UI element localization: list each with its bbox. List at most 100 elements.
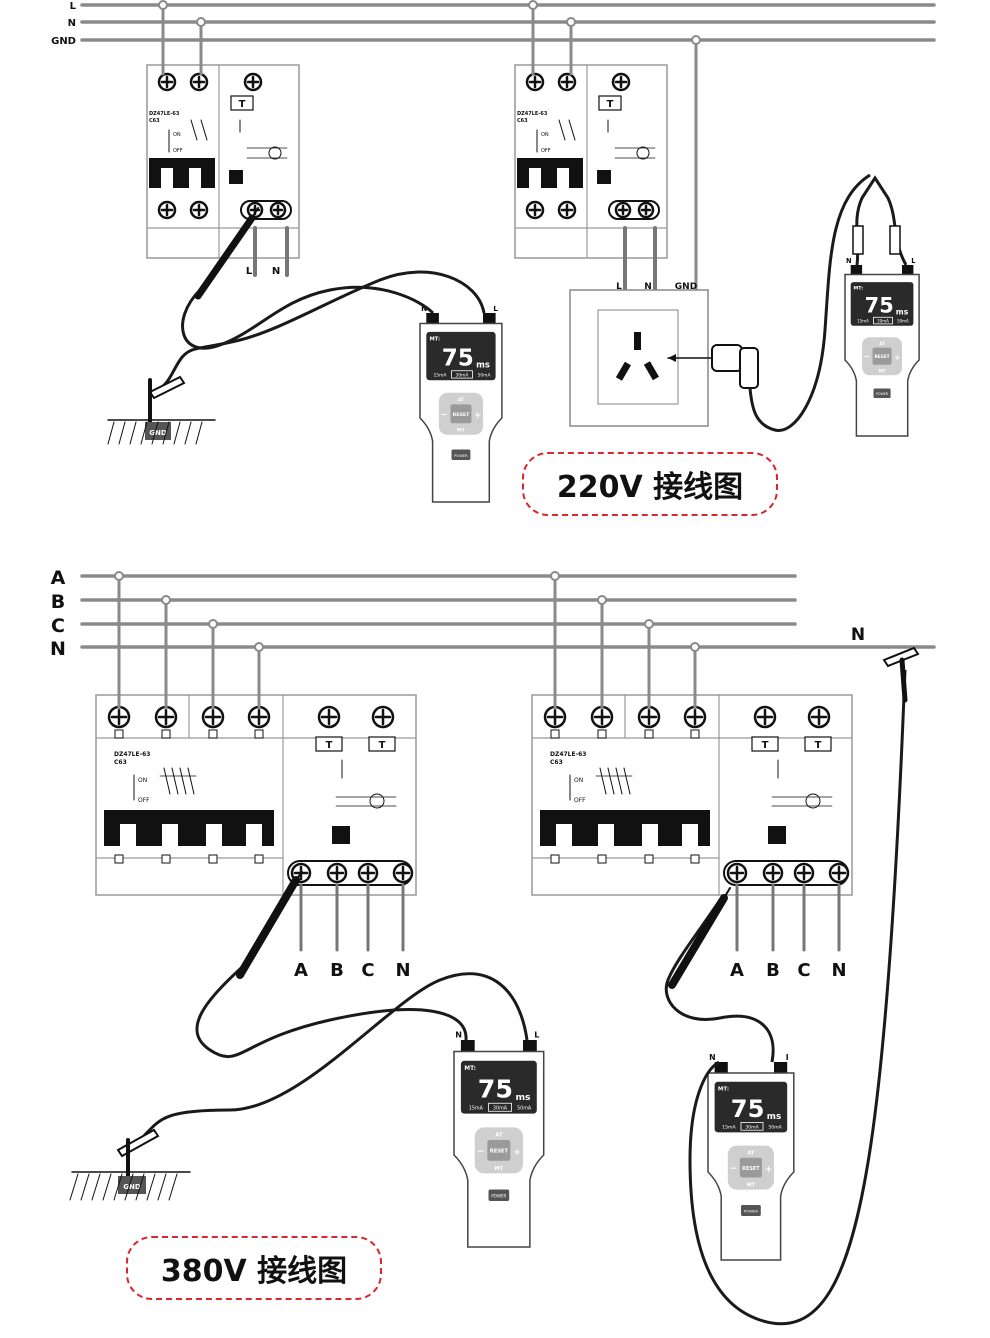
bus-label-l: L bbox=[70, 1, 77, 12]
tester-screen bbox=[426, 331, 496, 381]
screw-terminal bbox=[157, 200, 177, 220]
range-15mA: 15mA bbox=[433, 373, 446, 379]
probe-pen bbox=[194, 214, 256, 300]
model-label: DZ47LE-63 bbox=[550, 751, 586, 758]
off-label: OFF bbox=[138, 797, 150, 804]
btn-reset: RESET bbox=[490, 1149, 509, 1155]
btn-plus: + bbox=[513, 1147, 521, 1158]
probe-pen bbox=[236, 876, 300, 979]
terminal-tab bbox=[644, 854, 654, 864]
socket-label-gnd: GND bbox=[675, 282, 697, 292]
caption-380v: 380V 接线图 bbox=[126, 1236, 382, 1300]
screen-unit: ms bbox=[476, 360, 490, 370]
contact-symbol bbox=[190, 119, 198, 141]
contact-symbol bbox=[171, 767, 179, 795]
on-label: ON bbox=[541, 132, 549, 138]
terminal-tab bbox=[208, 729, 218, 739]
power-button bbox=[488, 1189, 510, 1201]
test-button bbox=[332, 826, 350, 844]
btn-reset: RESET bbox=[453, 412, 470, 418]
terminal-tab bbox=[254, 854, 264, 864]
screw-terminal bbox=[189, 200, 209, 220]
btn-at: AT bbox=[747, 1150, 754, 1156]
ground-hatch bbox=[80, 1173, 90, 1201]
port-n bbox=[714, 1062, 728, 1073]
screen-mode: MT: bbox=[429, 336, 440, 342]
contact-symbol bbox=[187, 767, 195, 795]
range-50mA: 50mA bbox=[768, 1125, 782, 1131]
ground-box bbox=[145, 422, 171, 440]
keypad-center bbox=[872, 347, 892, 365]
btn-at: AT bbox=[879, 341, 885, 347]
neutral-clip-handle bbox=[899, 657, 908, 703]
probe-cable-n bbox=[195, 958, 468, 1059]
toggle-notch bbox=[246, 824, 262, 846]
test-button bbox=[597, 170, 611, 184]
ground-hatch bbox=[157, 1173, 167, 1201]
contact-symbol bbox=[599, 767, 607, 795]
power-label: POWER bbox=[876, 392, 889, 396]
out-label-a: A bbox=[730, 960, 744, 981]
power-label: POWER bbox=[454, 454, 468, 458]
ground-hatch bbox=[168, 1173, 178, 1201]
bus-node bbox=[208, 619, 218, 629]
bus-label-gnd: GND bbox=[51, 36, 76, 47]
btn-minus: − bbox=[730, 1164, 737, 1174]
screen-value: 75 bbox=[478, 1075, 513, 1104]
ground-hatch bbox=[140, 421, 148, 445]
rcd-coil-symbol bbox=[369, 793, 385, 809]
terminal-tab bbox=[254, 729, 264, 739]
range-30mA: 30mA bbox=[493, 1106, 508, 1112]
port-n-label: N bbox=[455, 1031, 462, 1040]
ground-hatch bbox=[135, 1173, 145, 1201]
bus-label-n: N bbox=[68, 18, 76, 29]
test-box bbox=[230, 95, 254, 111]
contact-symbol bbox=[615, 767, 623, 795]
btn-minus: − bbox=[441, 409, 448, 419]
test-label: T bbox=[607, 99, 614, 110]
plug-grip bbox=[739, 347, 759, 389]
terminal-tab bbox=[644, 729, 654, 739]
screw-terminal bbox=[590, 705, 614, 729]
plug-arrowhead bbox=[668, 354, 676, 362]
screw-terminal bbox=[637, 201, 655, 219]
ground-hatch bbox=[184, 421, 192, 445]
screw-terminal bbox=[157, 72, 177, 92]
power-button bbox=[451, 449, 471, 460]
port-l bbox=[902, 265, 914, 275]
out-label-b: B bbox=[766, 960, 780, 981]
ground-hatch bbox=[113, 1173, 123, 1201]
out-label-n: N bbox=[831, 960, 846, 981]
rcd-coil-symbol bbox=[636, 146, 650, 160]
screw-terminal bbox=[201, 705, 225, 729]
keypad-center bbox=[450, 404, 472, 424]
range-selected-box bbox=[873, 316, 893, 325]
ground-hatch bbox=[102, 1173, 112, 1201]
test-box bbox=[804, 736, 832, 752]
toggle-block bbox=[517, 158, 583, 188]
off-label: OFF bbox=[541, 148, 551, 154]
screw-terminal bbox=[753, 705, 777, 729]
ground-hatch bbox=[91, 1173, 101, 1201]
ground-hatch bbox=[146, 1173, 156, 1201]
screw-terminal bbox=[807, 705, 831, 729]
range-30mA: 30mA bbox=[745, 1125, 759, 1131]
socket-hole-n bbox=[643, 361, 659, 381]
model-label: DZ47LE-63 bbox=[149, 111, 180, 117]
rcd-coil-symbol bbox=[805, 793, 821, 809]
terminal-tab bbox=[597, 854, 607, 864]
bus-label-n: N bbox=[50, 638, 66, 660]
range-selected-box bbox=[740, 1122, 764, 1131]
range-30mA: 30mA bbox=[877, 318, 889, 323]
socket-hole-l bbox=[615, 361, 631, 381]
screw-terminal bbox=[317, 705, 341, 729]
top-bus: LN GND bbox=[51, 1, 936, 47]
socket-label-l: L bbox=[616, 282, 622, 292]
rcd-coil-symbol bbox=[268, 146, 282, 160]
screw-terminal bbox=[247, 705, 271, 729]
port-l-label: L bbox=[493, 304, 498, 313]
crocodile-clip bbox=[148, 375, 186, 400]
